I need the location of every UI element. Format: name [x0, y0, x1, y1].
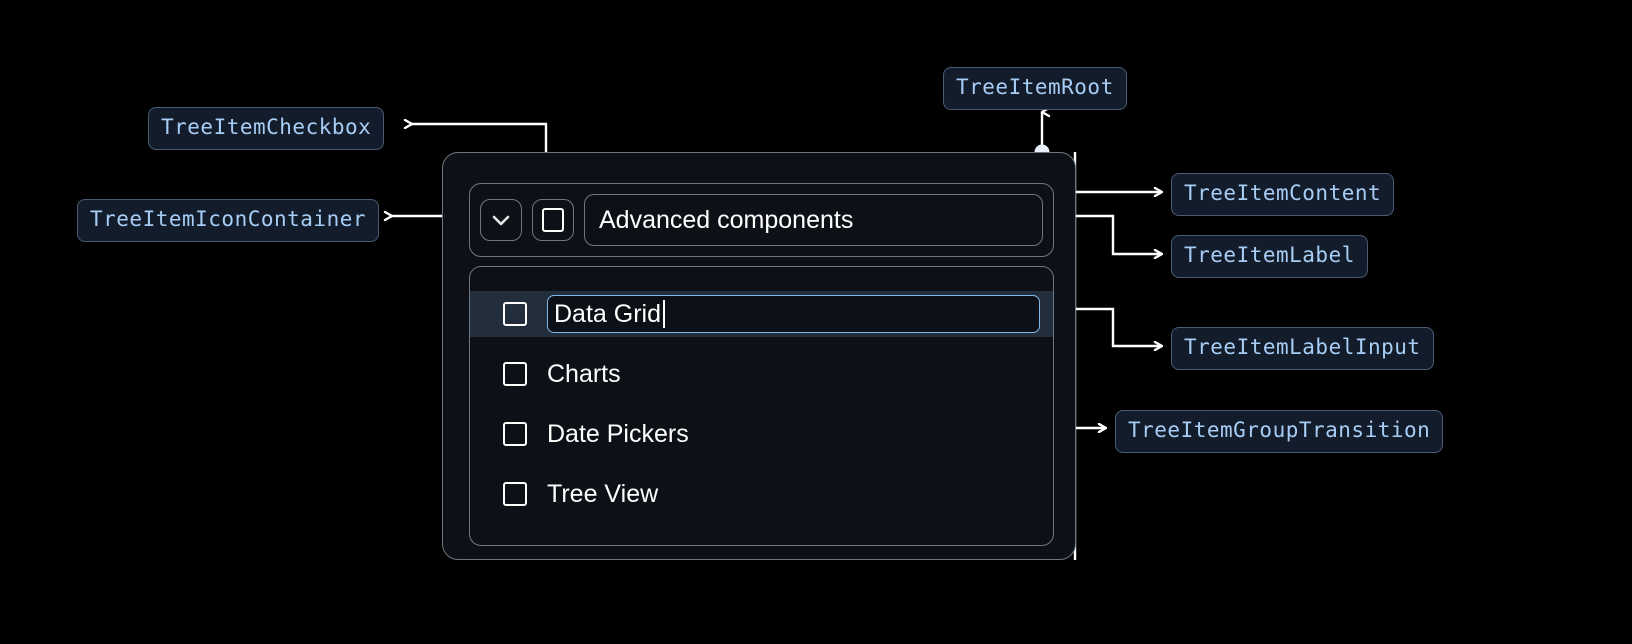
tree-item-label: Charts [547, 359, 621, 388]
tree-item-group-transition: Data Grid Charts Date Pickers Tree View [469, 266, 1054, 546]
tree-item-row-tree-view[interactable]: Tree View [470, 471, 1053, 517]
tree-item-row-date-pickers[interactable]: Date Pickers [470, 411, 1053, 457]
chevron-down-icon [488, 207, 514, 233]
annotation-tree-item-content: TreeItemContent [1171, 173, 1395, 216]
checkbox-square-icon[interactable] [503, 422, 527, 446]
annotation-tree-item-label-input: TreeItemLabelInput [1171, 327, 1434, 370]
checkbox-square-icon[interactable] [503, 302, 527, 326]
checkbox-square-icon[interactable] [503, 482, 527, 506]
annotation-tree-item-root: TreeItemRoot [943, 67, 1127, 110]
tree-item-label-input[interactable]: Data Grid [547, 295, 1040, 333]
tree-item-label: Tree View [547, 479, 659, 508]
tree-item-label[interactable]: Advanced components [584, 194, 1043, 246]
annotation-tree-item-checkbox: TreeItemCheckbox [148, 107, 385, 150]
annotation-tree-item-icon-container: TreeItemIconContainer [77, 199, 380, 242]
checkbox-square-icon[interactable] [503, 362, 527, 386]
tree-item-label: Date Pickers [547, 419, 689, 448]
text-caret [662, 300, 665, 328]
annotation-tree-item-label: TreeItemLabel [1171, 235, 1368, 278]
annotation-tree-item-group-transition: TreeItemGroupTransition [1115, 410, 1444, 453]
tree-item-checkbox[interactable] [532, 199, 574, 241]
tree-item-content[interactable]: Advanced components [469, 183, 1054, 257]
checkbox-square-icon [542, 208, 564, 232]
tree-item-row-data-grid[interactable]: Data Grid [470, 291, 1053, 337]
tree-item-row-charts[interactable]: Charts [470, 351, 1053, 397]
tree-item-label-input-value: Data Grid [554, 299, 661, 328]
tree-item-icon-container[interactable] [480, 199, 522, 241]
tree-item-root[interactable]: Advanced components Data Grid Charts Dat… [442, 152, 1076, 560]
